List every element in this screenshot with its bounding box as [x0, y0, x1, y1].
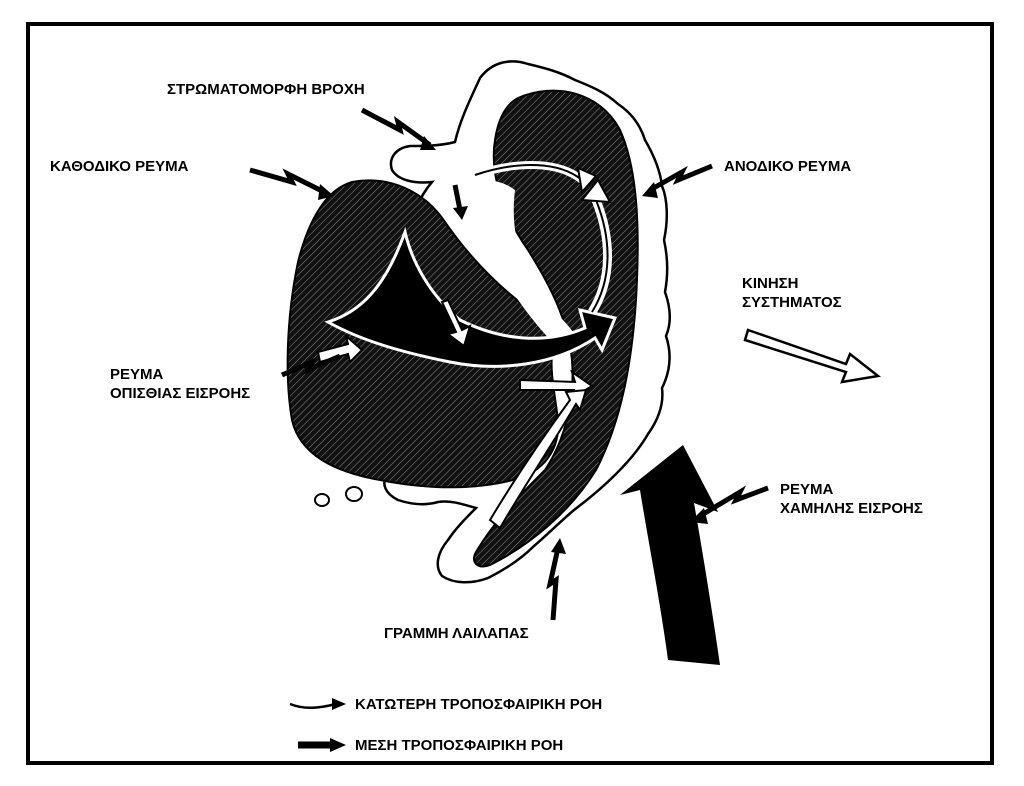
- label-ascending-current: ΑΝΟΔΙΚΟ ΡΕΥΜΑ: [724, 158, 852, 175]
- rear-inflow-jet-arrow: [324, 226, 618, 368]
- pointer-squall-line: [546, 547, 561, 621]
- pointer-rear-inflow: [281, 353, 342, 378]
- pointer-arrowhead: [642, 182, 658, 198]
- legend-lower-flow-arrowhead: [332, 698, 346, 710]
- pointer-low-inflow: [698, 485, 769, 519]
- legend-lower-flow-icon: [289, 702, 337, 709]
- gap-channel: [440, 178, 580, 350]
- diagram-frame: [26, 22, 994, 765]
- updraft-arrow: [474, 163, 583, 181]
- legend-middle-flow-label: ΜΕΣΗ ΤΡΟΠΟΣΦΑΙΡΙΚΗ ΡΟΗ: [355, 737, 564, 754]
- pointer-arrowhead: [420, 136, 436, 150]
- small-cloud: [314, 493, 330, 507]
- label-rear-inflow-line1: ΡΕΥΜΑ: [110, 366, 164, 383]
- pointer-stratiform: [360, 107, 432, 148]
- updraft-arrowhead: [576, 166, 598, 195]
- system-motion-arrow: [743, 328, 881, 384]
- stratiform-rain-arrow: [452, 184, 463, 211]
- small-cloud: [345, 486, 363, 502]
- low-level-inflow-arrow: [620, 445, 720, 665]
- legend-lower-flow-label: ΚΑΤΩΤΕΡΗ ΤΡΟΠΟΣΦΑΙΡΙΚΗ ΡΟΗ: [355, 696, 603, 713]
- pointer-ascending: [648, 163, 713, 193]
- label-squall-line: ΓΡΑΜΜΗ ΛΑΙΛΑΠΑΣ: [384, 625, 529, 642]
- pointer-descending: [249, 167, 328, 196]
- label-descending-current: ΚΑΘΟΔΙΚΟ ΡΕΥΜΑ: [50, 158, 189, 175]
- updraft-arrowhead: [580, 178, 612, 204]
- label-system-motion: ΚΙΝΗΣΗ ΣΥΣΤΗΜΑΤΟΣ: [742, 274, 842, 312]
- low-level-flow-arrow: [488, 388, 588, 530]
- pointer-arrowhead: [551, 538, 566, 554]
- label-low-inflow-line2: ΧΑΜΗΛΗΣ ΕΙΣΡΟΗΣ: [780, 500, 923, 517]
- mid-flow-arrow: [440, 298, 472, 348]
- updraft-arrow: [591, 199, 609, 313]
- label-rear-inflow: ΡΕΥΜΑ ΟΠΙΣΘΙΑΣ ΕΙΣΡΟΗΣ: [110, 365, 250, 403]
- stratiform-rain-arrowhead: [453, 206, 468, 220]
- pointer-arrowhead: [318, 184, 334, 200]
- legend-middle-flow-arrowhead: [330, 738, 346, 752]
- label-stratiform-rain: ΣΤΡΩΜΑΤΟΜΟΡΦΗ ΒΡΟΧΗ: [167, 81, 365, 98]
- label-system-motion-line1: ΚΙΝΗΣΗ: [742, 275, 799, 292]
- label-low-inflow: ΡΕΥΜΑ ΧΑΜΗΛΗΣ ΕΙΣΡΟΗΣ: [780, 480, 923, 518]
- label-low-inflow-line1: ΡΕΥΜΑ: [780, 481, 834, 498]
- label-rear-inflow-line2: ΟΠΙΣΘΙΑΣ ΕΙΣΡΟΗΣ: [110, 385, 251, 402]
- label-system-motion-line2: ΣΥΣΤΗΜΑΤΟΣ: [742, 294, 842, 311]
